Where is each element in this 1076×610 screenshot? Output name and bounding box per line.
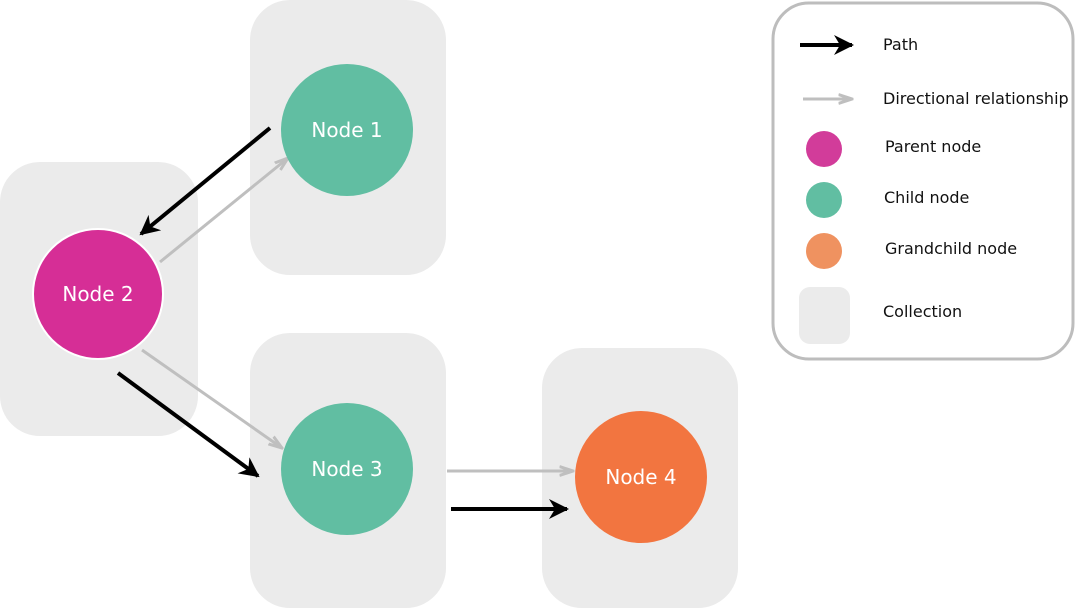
legend-relationship-label: Directional relationship (883, 89, 1069, 108)
node-2-circle (32, 228, 164, 360)
relationship-arrow-node2-node1 (159, 158, 288, 264)
legend-collection-label: Collection (883, 302, 962, 321)
legend-child-swatch (806, 182, 842, 218)
node-3-circle (281, 403, 413, 535)
legend-grandchild-swatch (806, 233, 842, 269)
path-arrow-node1-node2 (139, 126, 272, 236)
relationship-arrow-node2-node3 (141, 348, 282, 448)
legend: Path Directional relationship Parent nod… (771, 1, 1075, 361)
node-4-circle (575, 411, 707, 543)
legend-box (771, 1, 1075, 361)
legend-parent-label: Parent node (885, 137, 981, 156)
node-4-label: Node 4 (605, 465, 676, 489)
node-4: Node 4 (575, 411, 707, 543)
path-arrow-node2-node3 (116, 371, 260, 478)
legend-collection-swatch (799, 287, 850, 344)
node-1-circle (281, 64, 413, 196)
node-2-label: Node 2 (62, 282, 133, 306)
node-1-label: Node 1 (311, 118, 382, 142)
node-2: Node 2 (32, 228, 164, 360)
node-3-label: Node 3 (311, 457, 382, 481)
legend-child-label: Child node (884, 188, 969, 207)
legend-grandchild-label: Grandchild node (885, 239, 1017, 258)
legend-parent-swatch (806, 131, 842, 167)
legend-path-label: Path (883, 35, 918, 54)
node-1: Node 1 (281, 64, 413, 196)
node-3: Node 3 (281, 403, 413, 535)
